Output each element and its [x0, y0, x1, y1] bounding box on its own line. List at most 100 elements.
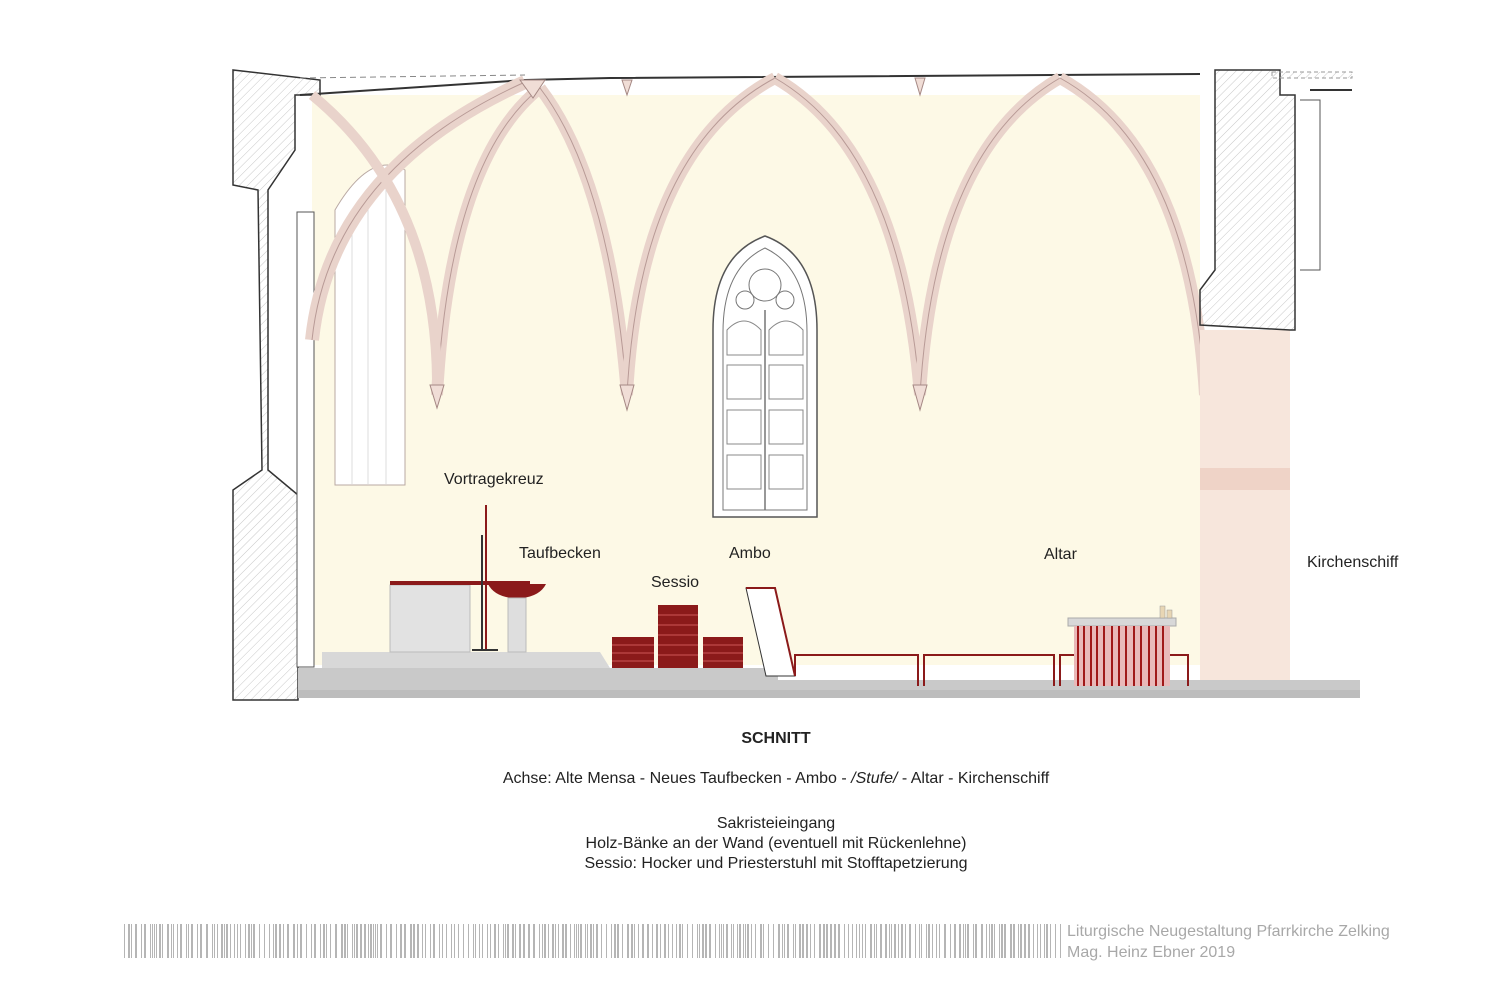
barcode-bar: [802, 924, 804, 958]
barcode-bar: [487, 924, 488, 958]
barcode-bar: [479, 924, 480, 958]
barcode-bar: [859, 924, 860, 958]
barcode-bar: [323, 924, 325, 958]
barcode-bar: [224, 924, 225, 958]
barcode-bar: [264, 924, 265, 958]
barcode-bar: [354, 924, 355, 958]
barcode-bar: [768, 924, 769, 958]
label-altar: Altar: [1044, 546, 1077, 563]
barcode-bar: [784, 924, 785, 958]
barcode-bar: [778, 924, 780, 958]
barcode-bar: [880, 924, 882, 958]
barcode-bar: [664, 924, 666, 958]
barcode-bar: [154, 924, 155, 958]
barcode-bar: [356, 924, 358, 958]
barcode-bar: [745, 924, 746, 958]
barcode-bar: [905, 924, 906, 958]
barcode-bar: [368, 924, 369, 958]
barcode-bar: [852, 924, 853, 958]
barcode-bar: [245, 924, 246, 958]
barcode-bar: [253, 924, 255, 958]
barcode-bar: [975, 924, 977, 958]
barcode-bar: [793, 924, 794, 958]
barcode-bar: [523, 924, 525, 958]
barcode-bar: [135, 924, 137, 958]
ceiling-line: [299, 73, 1201, 96]
barcode-bar: [404, 924, 406, 958]
barcode-bar: [311, 924, 312, 958]
barcode-bar: [617, 924, 619, 958]
barcode-bar: [159, 924, 161, 958]
barcode-bar: [186, 924, 187, 958]
barcode-bar: [503, 924, 504, 958]
barcode-bar: [723, 924, 724, 958]
barcode-bar: [570, 924, 571, 958]
barcode-bar: [131, 924, 132, 958]
barcode-bar: [375, 924, 376, 958]
barcode-bar: [552, 924, 554, 958]
barcode-bar: [721, 924, 722, 958]
barcode-bar: [751, 924, 752, 958]
right-outer-wall: [1199, 69, 1296, 331]
barcode-bar: [335, 924, 337, 958]
barcode-bar: [826, 924, 828, 958]
barcode-bar: [360, 924, 362, 958]
barcode-bar: [814, 924, 815, 958]
barcode-bar: [596, 924, 598, 958]
barcode-bar: [590, 924, 592, 958]
barcode-bar: [314, 924, 316, 958]
left-niche: [296, 211, 315, 668]
barcode-bar: [919, 924, 920, 958]
baptismal-font: [488, 584, 546, 653]
barcode-bar: [293, 924, 295, 958]
barcode-bar: [660, 924, 661, 958]
barcode-bar: [676, 924, 677, 958]
barcode-bar: [490, 924, 491, 958]
barcode-bar: [173, 924, 174, 958]
barcode-bar: [237, 924, 238, 958]
barcode-bar: [891, 924, 892, 958]
barcode-bar: [413, 924, 415, 958]
barcode-bar: [454, 924, 455, 958]
barcode-bar: [743, 924, 744, 958]
label-vortragekreuz: Vortragekreuz: [444, 471, 544, 488]
barcode-bar: [894, 924, 896, 958]
barcode-bar: [1046, 924, 1048, 958]
barcode-bar: [212, 924, 213, 958]
barcode-bar: [687, 924, 688, 958]
barcode-bar: [1033, 924, 1034, 958]
barcode-bar: [377, 924, 378, 958]
barcode-bar: [283, 924, 284, 958]
barcode-bar: [622, 924, 623, 958]
barcode-bar: [1013, 924, 1015, 958]
barcode-bar: [642, 924, 644, 958]
barcode-bar: [197, 924, 198, 958]
barcode-bar: [672, 924, 673, 958]
altar-shape: [1067, 605, 1177, 686]
barcode-bar: [733, 924, 734, 958]
barcode-bar: [251, 924, 252, 958]
barcode-bar: [141, 924, 142, 958]
barcode-bar: [731, 924, 732, 958]
barcode-bar: [702, 924, 704, 958]
barcode-bar: [1010, 924, 1012, 958]
right-pillar: [1200, 330, 1290, 690]
label-sessio: Sessio: [651, 574, 700, 591]
barcode-bar: [1040, 924, 1041, 958]
barcode-bar: [306, 924, 307, 958]
barcode-bar: [601, 924, 602, 958]
barcode-bar: [580, 924, 582, 958]
barcode-bar: [498, 924, 499, 958]
barcode-bar: [944, 924, 946, 958]
barcode-bar: [963, 924, 964, 958]
barcode-bar: [188, 924, 189, 958]
barcode-bar: [330, 924, 331, 958]
barcode-bar: [652, 924, 653, 958]
barcode-bar: [507, 924, 509, 958]
barcode-bar: [587, 924, 588, 958]
sessio-seats: [612, 605, 743, 668]
barcode-bar: [647, 924, 649, 958]
barcode-bar: [214, 924, 215, 958]
barcode-bar: [885, 924, 887, 958]
barcode-bar: [965, 924, 966, 958]
